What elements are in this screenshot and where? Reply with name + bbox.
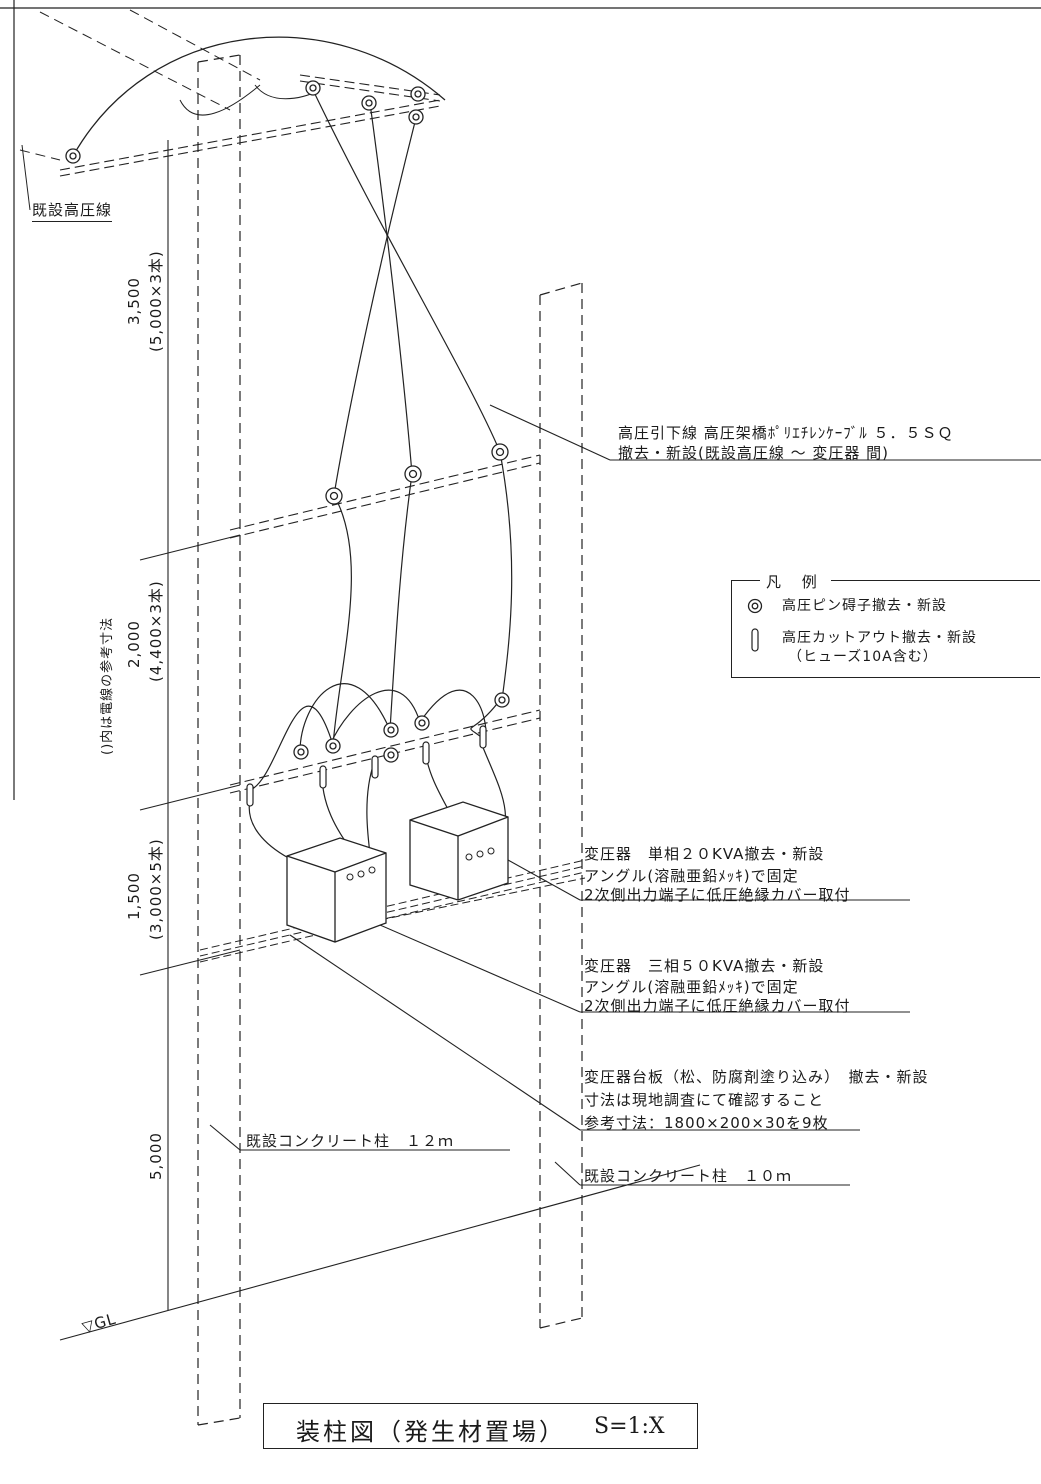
middle-crossarm [229, 454, 541, 539]
dim-ref-2: (4,400×3本) [147, 580, 165, 682]
transformer-three-line1: 変圧器 三相５０KVA撤去・新設 [584, 957, 825, 975]
pole-10m-label: 既設コンクリート柱 １０ｍ [584, 1167, 793, 1185]
legend-label-pin-insulator: 高圧ピン碍子撤去・新設 [782, 598, 947, 614]
drop-wire-callout-line2: 撤去・新設(既設高圧線 ～ 変圧器 間) [618, 444, 890, 462]
dim-value-1: 3,500 [125, 277, 143, 325]
transformer-single-line2: アングル(溶融亜鉛ﾒｯｷ)で固定 [584, 867, 799, 885]
transformer-three-phase [409, 801, 509, 901]
dim-ref-3: (3,000×5本) [147, 838, 165, 940]
pin-insulator-icon [361, 95, 377, 111]
pin-insulator-icon [383, 747, 399, 763]
transformer-single-phase [286, 837, 387, 943]
pole-12m [197, 54, 241, 1426]
existing-hv-line-label: 既設高圧線 [32, 203, 113, 222]
base-plate-line3: 参考寸法：1800×200×30を9枚 [584, 1114, 829, 1132]
cutout-icon [371, 755, 379, 779]
pin-insulator-icon [293, 744, 309, 760]
pin-insulator-icon [408, 109, 424, 125]
pin-insulators [65, 80, 510, 763]
drawing-title: 装柱図（発生材置場） [296, 1418, 566, 1446]
cutout-icon [319, 765, 327, 789]
legend-title: 凡 例 [760, 571, 831, 592]
pin-insulator-icon [491, 443, 509, 461]
cutout-icon [246, 783, 254, 807]
drop-wire-callout-line1: 高圧引下線 高圧架橋ﾎﾟﾘｴﾁﾚﾝｹｰﾌﾞﾙ ５．５ＳＱ [618, 424, 954, 442]
pin-insulator-icon [325, 738, 341, 754]
dim-ref-1: (5,000×3本) [147, 250, 165, 352]
pin-insulator-icon [383, 722, 399, 738]
dim-reference-note: ()内は電線の参考寸法 [100, 616, 115, 755]
base-plate-line2: 寸法は現地調査にて確認すること [584, 1091, 825, 1109]
pole-12m-label: 既設コンクリート柱 １２ｍ [246, 1132, 455, 1150]
pin-insulator-icon [410, 86, 426, 102]
existing-hv-arc [72, 36, 446, 157]
dim-value-4: 5,000 [147, 1132, 165, 1180]
existing-line-dashed [19, 9, 261, 161]
pin-insulator-icon [325, 487, 343, 505]
drop-wires [248, 89, 513, 877]
pin-insulator-icon [65, 148, 81, 164]
legend-item-pin-insulator: 高圧ピン碍子撤去・新設 [746, 595, 947, 615]
transformer-terminals [346, 847, 495, 881]
legend: 凡 例 高圧ピン碍子撤去・新設 高圧カットアウト撤去・新設 （ヒューズ10A含む… [731, 571, 1040, 678]
callout-leaders [209, 404, 1041, 1186]
pin-insulator-icon [494, 692, 510, 708]
transformer-single-line3: 2次側出力端子に低圧絶縁カバー取付 [584, 886, 851, 904]
pin-insulator-icon [747, 598, 763, 614]
title-block: 装柱図（発生材置場） S=1:X [263, 1403, 698, 1449]
cutout-icon [422, 741, 430, 765]
drawing-scale: S=1:X [594, 1414, 665, 1439]
dim-value-2: 2,000 [125, 620, 143, 668]
dim-value-3: 1,500 [125, 872, 143, 920]
base-plate-line1: 変圧器台板（松、防腐剤塗り込み） 撤去・新設 [584, 1068, 929, 1086]
pole-10m [539, 282, 583, 1329]
transformer-single-line1: 変圧器 単相２０KVA撤去・新設 [584, 845, 825, 863]
legend-item-cutout: 高圧カットアウト撤去・新設 （ヒューズ10A含む） [746, 627, 976, 665]
top-crossarm [59, 74, 441, 177]
cutout-icon [751, 628, 759, 652]
pin-insulator-icon [414, 715, 430, 731]
pin-insulator-icon [305, 80, 321, 96]
transformer-base-boards [199, 859, 586, 963]
cutouts [246, 725, 487, 807]
legend-label-cutout: 高圧カットアウト撤去・新設 [782, 630, 977, 646]
legend-sub-cutout: （ヒューズ10A含む） [788, 649, 938, 665]
pin-insulator-icon [404, 465, 422, 483]
transformer-three-line2: アングル(溶融亜鉛ﾒｯｷ)で固定 [584, 978, 799, 996]
transformer-three-line3: 2次側出力端子に低圧絶縁カバー取付 [584, 997, 851, 1015]
dimension-line [59, 140, 701, 1341]
cutout-icon [479, 725, 487, 749]
